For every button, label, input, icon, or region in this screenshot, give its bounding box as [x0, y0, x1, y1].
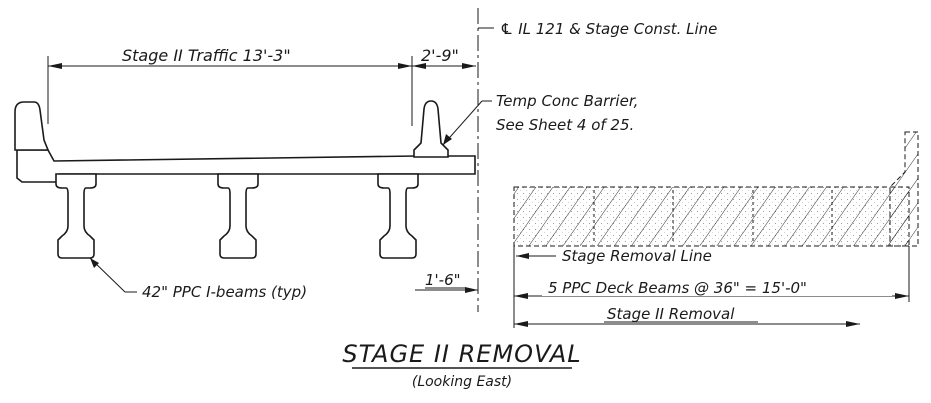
- centerline-label: ℄ IL 121 & Stage Const. Line: [500, 20, 717, 38]
- temp-barrier-label-1: Temp Conc Barrier,: [496, 92, 638, 110]
- left-parapet: [14, 101, 50, 151]
- ppc-i-beam-2: [217, 173, 259, 259]
- barrier-offset-label: 2'-9": [421, 46, 459, 65]
- bridge-section: 42" PPC I-beams (typ) 1'-6": [14, 100, 478, 301]
- deck-beams-label: 5 PPC Deck Beams @ 36" = 15'-0": [548, 279, 807, 297]
- title-block: STAGE II REMOVAL (Looking East): [342, 340, 581, 390]
- removal-line-label: Stage Removal Line: [562, 247, 712, 265]
- centerline-group: ℄ IL 121 & Stage Const. Line: [477, 8, 717, 312]
- temp-barrier-note: Temp Conc Barrier, See Sheet 4 of 25.: [442, 92, 638, 146]
- stage-removal-label: Stage II Removal: [607, 305, 735, 323]
- temp-barrier-label-2: See Sheet 4 of 25.: [496, 116, 634, 134]
- drawing-title: STAGE II REMOVAL: [342, 340, 581, 368]
- removal-area: Stage Removal Line 5 PPC Deck Beams @ 36…: [513, 131, 919, 328]
- ppc-i-beam-3: [377, 173, 419, 259]
- beams-note: 42" PPC I-beams (typ): [142, 283, 307, 301]
- edge-offset-label: 1'-6": [425, 271, 461, 289]
- removal-parapet: [889, 131, 919, 247]
- temp-concrete-barrier: [413, 100, 449, 158]
- ppc-i-beam-1: [55, 173, 97, 259]
- traffic-width-label: Stage II Traffic 13'-3": [122, 46, 291, 65]
- deck-slab: [16, 149, 476, 183]
- drawing-subtitle: (Looking East): [412, 374, 512, 390]
- traffic-dimension: Stage II Traffic 13'-3" 2'-9": [47, 44, 476, 126]
